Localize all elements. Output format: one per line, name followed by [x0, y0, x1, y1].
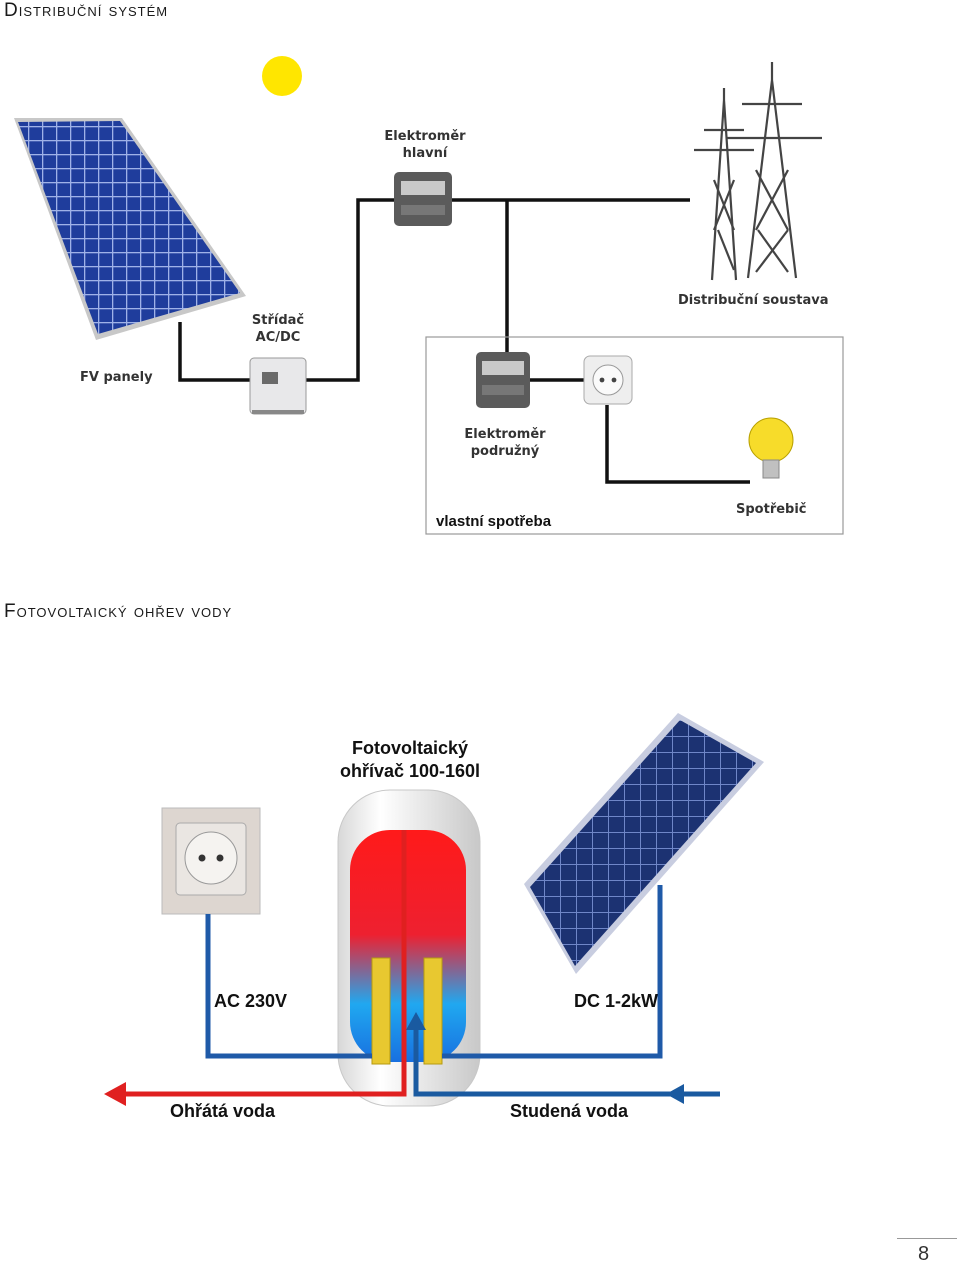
label-appliance: Spotřebič: [736, 502, 807, 517]
cold-water-pipe: [406, 1012, 720, 1104]
own-consumption-frame: [425, 336, 844, 535]
socket-icon: [583, 355, 633, 405]
label-ac: AC 230V: [214, 991, 288, 1011]
distribution-diagram: [14, 56, 844, 535]
section-heading-distribution: Distribuční systém: [4, 0, 169, 21]
solar-panel-icon: [14, 118, 246, 340]
page-number: 8: [918, 1243, 930, 1265]
power-pylon-icon: [694, 62, 822, 281]
water-heater-icon: [337, 789, 481, 1107]
pv-panel-icon: [524, 713, 764, 974]
footer-divider: [897, 1238, 957, 1239]
section-heading-pv-water-heating: Fotovoltaický ohřev vody: [4, 601, 233, 622]
hot-water-pipe: [104, 830, 407, 1106]
label-hot-water: Ohřátá voda: [170, 1101, 276, 1121]
electric-wires: [205, 885, 663, 1059]
sub-meter-icon: [476, 352, 530, 408]
label-fv-panels: FV panely: [80, 370, 153, 385]
label-dc: DC 1-2kW: [574, 991, 659, 1011]
main-meter-icon: [394, 172, 452, 226]
label-cold-water: Studená voda: [510, 1101, 629, 1121]
wiring: [178, 198, 750, 484]
wall-socket-icon: [161, 807, 261, 915]
sun-icon: [262, 56, 302, 96]
inverter-icon: [249, 357, 307, 415]
label-own-use: vlastní spotřeba: [436, 513, 552, 530]
label-distribution-grid: Distribuční soustava: [678, 293, 829, 308]
light-bulb-icon: [748, 417, 794, 479]
